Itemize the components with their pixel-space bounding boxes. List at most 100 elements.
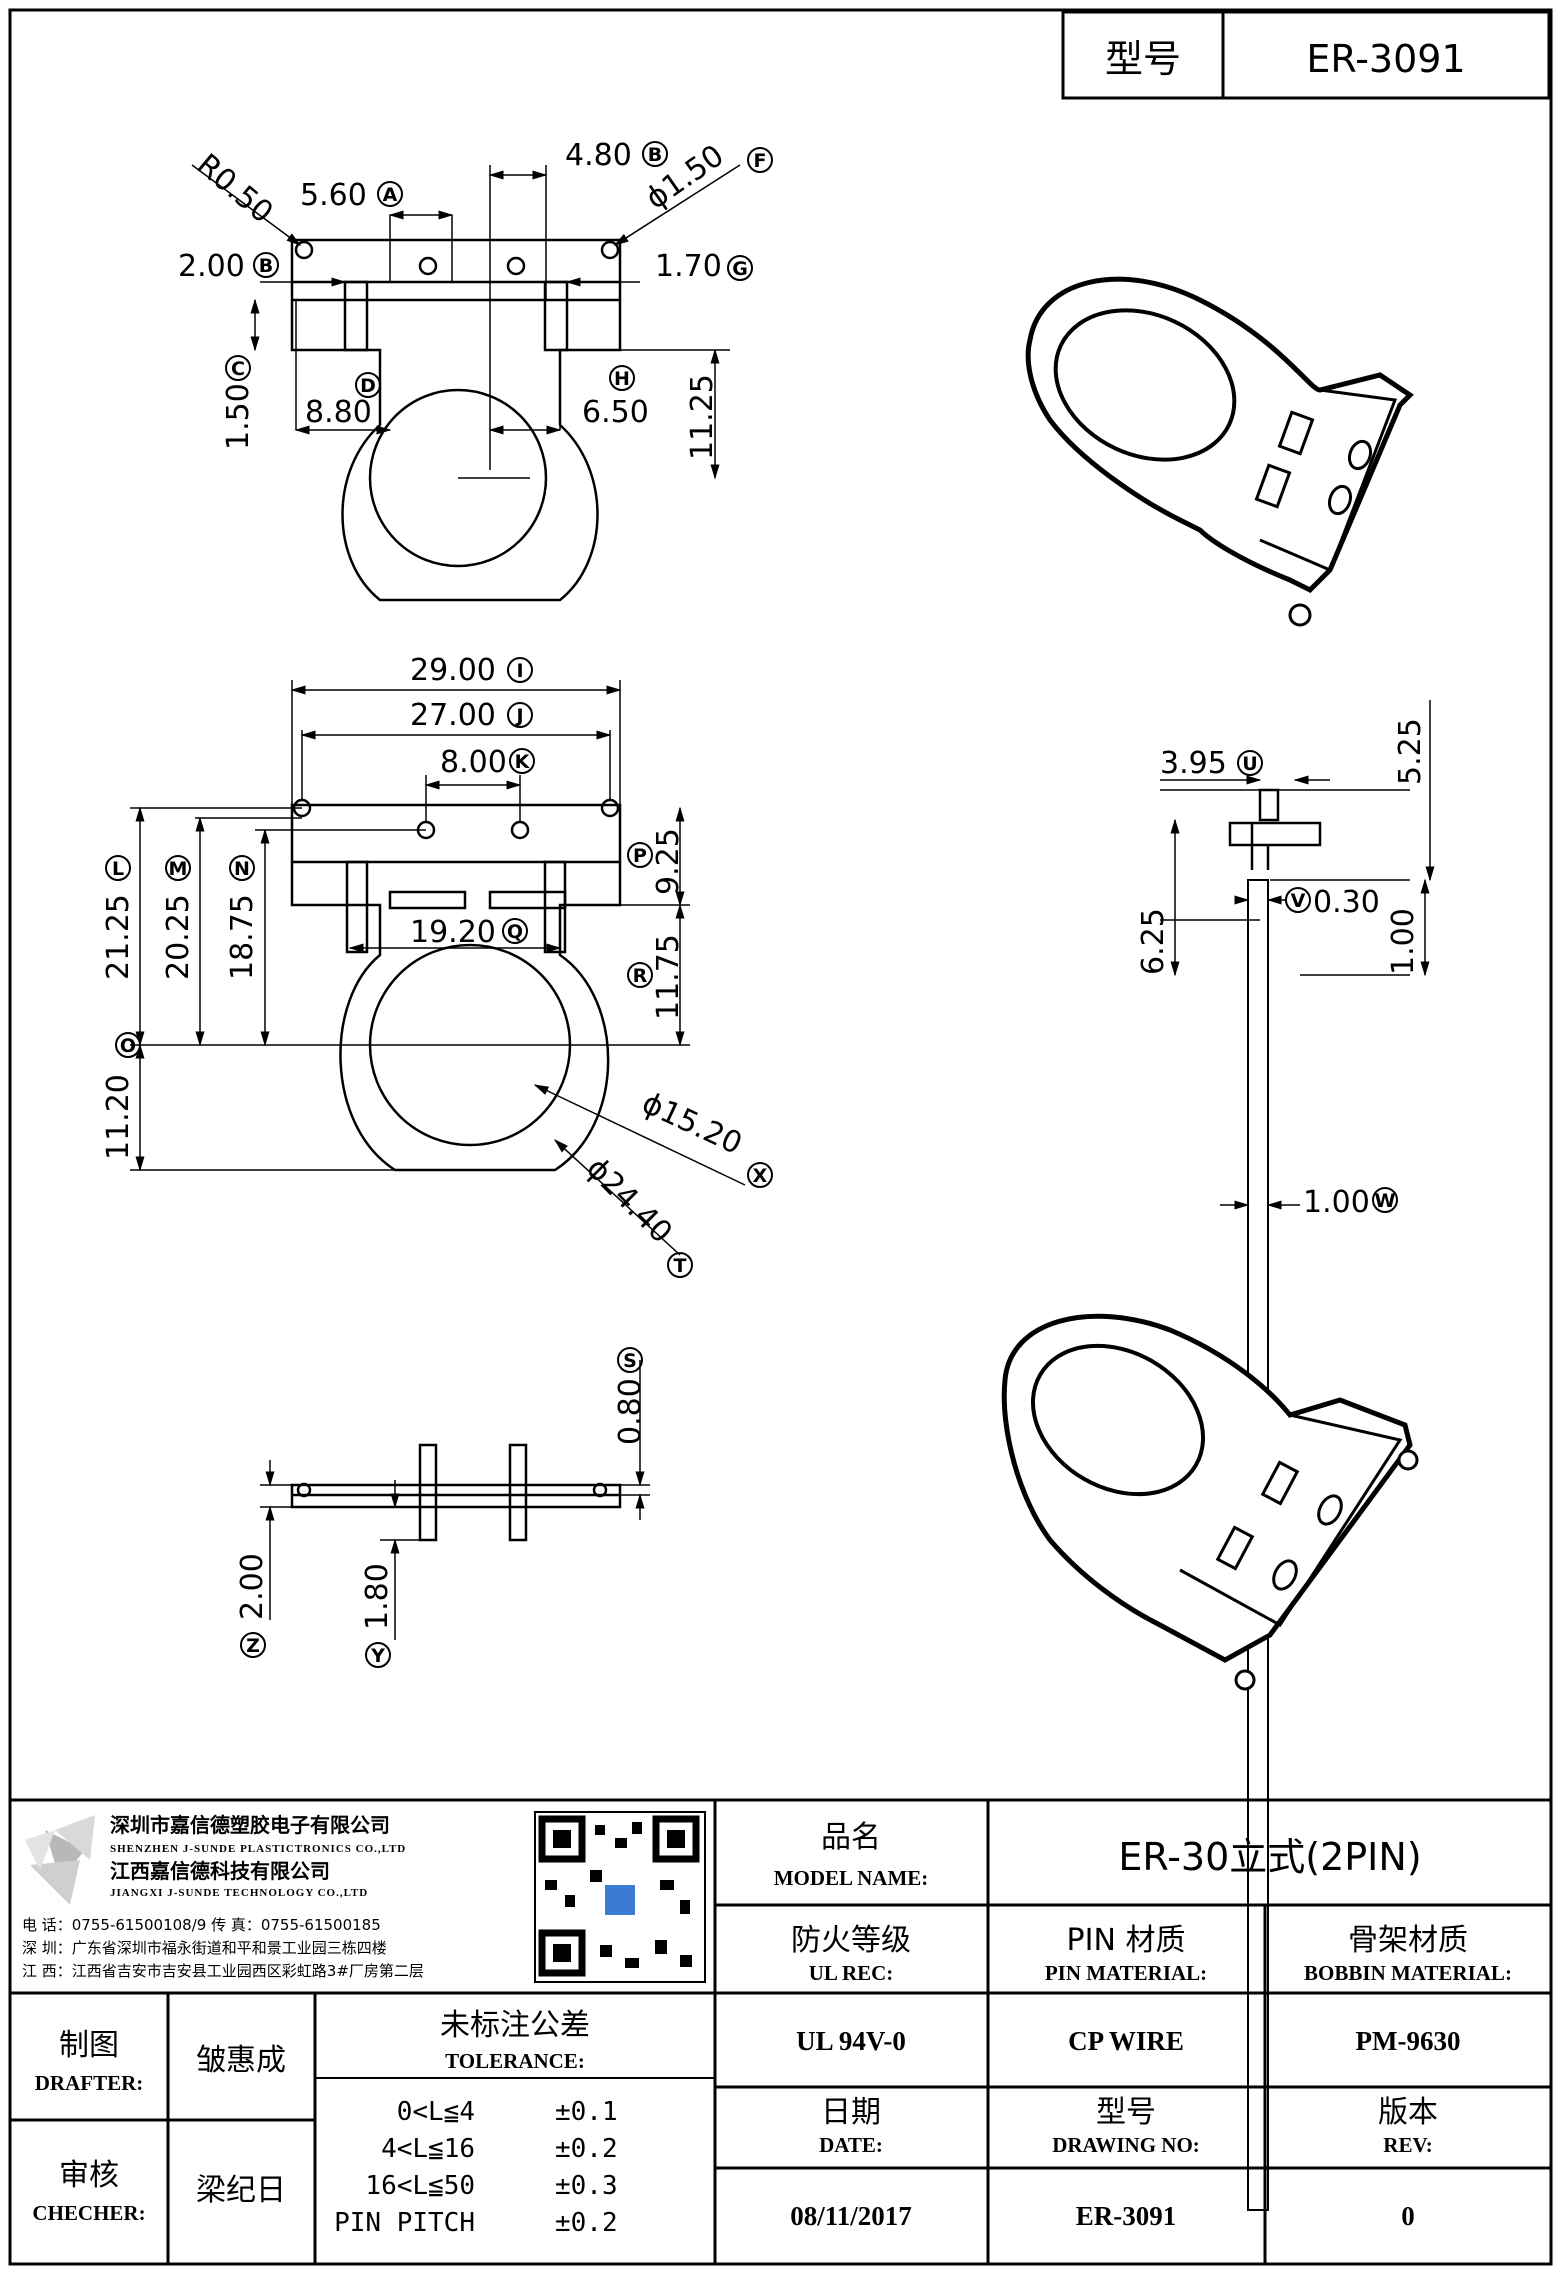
svg-text:G: G bbox=[732, 258, 748, 280]
svg-text:Z: Z bbox=[246, 1635, 260, 1657]
dim-560: 5.60 bbox=[300, 178, 367, 213]
svg-text:MODEL NAME:: MODEL NAME: bbox=[774, 1866, 929, 1890]
svg-text:±0.3: ±0.3 bbox=[555, 2171, 618, 2201]
svg-text:±0.1: ±0.1 bbox=[555, 2097, 618, 2127]
svg-text:T: T bbox=[674, 1255, 687, 1277]
dim-100: 1.00 bbox=[1386, 908, 1421, 975]
dim-2700: 27.00 bbox=[410, 698, 496, 733]
front-view-labels: 29.00 I 27.00 J 8.00 K 21.25 L 20.25 M 1… bbox=[101, 653, 773, 1278]
svg-text:D: D bbox=[360, 375, 376, 397]
drawing-no-value: ER-3091 bbox=[1076, 2201, 1177, 2231]
dim-200: 2.00 bbox=[178, 249, 245, 284]
company-block: 深圳市嘉信德塑胶电子有限公司 SHENZHEN J-SUNDE PLASTICT… bbox=[22, 1811, 706, 1983]
svg-text:制图: 制图 bbox=[59, 2028, 119, 2063]
header-model-box: 型号 ER-3091 bbox=[1061, 10, 1551, 100]
dim-1920: 19.20 bbox=[410, 915, 496, 950]
svg-text:审核: 审核 bbox=[59, 2158, 119, 2193]
svg-text:版本: 版本 bbox=[1378, 2095, 1438, 2130]
title-block bbox=[10, 1798, 1551, 2264]
dim-1875: 18.75 bbox=[225, 894, 260, 980]
checker-name: 梁纪日 bbox=[196, 2173, 286, 2208]
svg-text:B: B bbox=[259, 255, 273, 277]
svg-text:B: B bbox=[648, 144, 662, 166]
pin-material-value: CP WIRE bbox=[1068, 2026, 1184, 2056]
svg-text:DATE:: DATE: bbox=[819, 2133, 883, 2157]
company-addr-sz: 深 圳：广东省深圳市福永街道和平和景工业园三栋四楼 bbox=[22, 1939, 387, 1957]
svg-text:0<L≦4: 0<L≦4 bbox=[397, 2097, 475, 2127]
svg-text:Q: Q bbox=[507, 921, 523, 943]
svg-text:BOBBIN MATERIAL:: BOBBIN MATERIAL: bbox=[1304, 1961, 1512, 1985]
svg-text:±0.2: ±0.2 bbox=[555, 2208, 618, 2238]
svg-text:DRAWING NO:: DRAWING NO: bbox=[1052, 2133, 1200, 2157]
svg-text:I: I bbox=[516, 660, 523, 682]
isometric-view-top bbox=[1025, 276, 1414, 627]
svg-text:O: O bbox=[120, 1035, 136, 1057]
dim-180: 1.80 bbox=[360, 1563, 395, 1630]
dim-150v: 1.50 bbox=[221, 383, 256, 450]
svg-text:V: V bbox=[1291, 890, 1306, 912]
isometric-view-bottom bbox=[1001, 1313, 1419, 1691]
company-name-sz-en: SHENZHEN J-SUNDE PLASTICTRONICS CO.,LTD bbox=[110, 1843, 406, 1855]
dim-2025: 20.25 bbox=[161, 894, 196, 980]
dim-650: 6.50 bbox=[582, 395, 649, 430]
company-name-jx-en: JIANGXI J-SUNDE TECHNOLOGY CO.,LTD bbox=[110, 1887, 368, 1899]
svg-text:CHECHER:: CHECHER: bbox=[32, 2201, 145, 2225]
svg-text:F: F bbox=[754, 150, 767, 172]
header-model-label: 型号 bbox=[1105, 37, 1181, 81]
rev-value: 0 bbox=[1401, 2201, 1415, 2231]
svg-text:U: U bbox=[1242, 753, 1257, 775]
dim-525: 5.25 bbox=[1393, 718, 1428, 785]
svg-text:REV:: REV: bbox=[1383, 2133, 1432, 2157]
ul-value: UL 94V-0 bbox=[796, 2026, 906, 2056]
dim-1175: 11.75 bbox=[651, 934, 686, 1020]
svg-text:防火等级: 防火等级 bbox=[791, 1923, 911, 1958]
svg-text:DRAFTER:: DRAFTER: bbox=[35, 2071, 144, 2095]
header-model-value: ER-3091 bbox=[1306, 37, 1465, 81]
title-block-text: 品名 MODEL NAME: ER-30立式(2PIN) 防火等级 UL REC… bbox=[32, 1820, 1512, 2238]
company-addr-jx: 江 西：江西省吉安市吉安县工业园西区彩虹路3#厂房第二层 bbox=[22, 1962, 424, 1980]
dim-395: 3.95 bbox=[1160, 746, 1227, 781]
svg-text:PIN PITCH: PIN PITCH bbox=[334, 2208, 475, 2238]
svg-text:J: J bbox=[514, 705, 523, 727]
company-logo bbox=[25, 1815, 95, 1905]
svg-text:骨架材质: 骨架材质 bbox=[1348, 1923, 1468, 1958]
svg-text:A: A bbox=[383, 184, 398, 206]
dim-030: 0.30 bbox=[1313, 885, 1380, 920]
svg-text:4<L≦16: 4<L≦16 bbox=[381, 2134, 475, 2164]
dim-800: 8.00 bbox=[440, 745, 507, 780]
svg-text:16<L≦50: 16<L≦50 bbox=[365, 2171, 475, 2201]
front-view bbox=[130, 680, 746, 1256]
svg-text:±0.2: ±0.2 bbox=[555, 2134, 618, 2164]
dim-1120: 11.20 bbox=[101, 1074, 136, 1160]
svg-text:Y: Y bbox=[370, 1645, 385, 1667]
bobbin-material-value: PM-9630 bbox=[1356, 2026, 1461, 2056]
side-view-labels: 3.95 U 5.25 6.25 V 0.30 1.00 1.00 W bbox=[1136, 718, 1428, 1220]
svg-text:R: R bbox=[633, 965, 648, 987]
svg-text:型号: 型号 bbox=[1096, 2095, 1156, 2130]
dim-phi2440: ϕ24.40 bbox=[579, 1151, 678, 1250]
dim-625: 6.25 bbox=[1136, 908, 1171, 975]
svg-text:C: C bbox=[231, 358, 245, 380]
company-name-sz: 深圳市嘉信德塑胶电子有限公司 bbox=[110, 1813, 390, 1837]
svg-text:PIN MATERIAL:: PIN MATERIAL: bbox=[1045, 1961, 1207, 1985]
date-value: 08/11/2017 bbox=[790, 2201, 912, 2231]
company-tel: 电 话：0755-61500108/9 传 真：0755-61500185 bbox=[22, 1916, 381, 1934]
qr-code bbox=[534, 1811, 706, 1983]
company-name-jx: 江西嘉信德科技有限公司 bbox=[110, 1859, 330, 1883]
svg-text:W: W bbox=[1375, 1190, 1396, 1212]
svg-text:S: S bbox=[623, 1350, 637, 1372]
dim-2900: 29.00 bbox=[410, 653, 496, 688]
svg-text:PIN 材质: PIN 材质 bbox=[1067, 1923, 1186, 1958]
svg-text:L: L bbox=[112, 858, 124, 880]
svg-text:UL REC:: UL REC: bbox=[809, 1961, 894, 1985]
dim-bottom-200: 2.00 bbox=[235, 1553, 270, 1620]
dim-880: 8.80 bbox=[305, 395, 372, 430]
top-view bbox=[191, 164, 741, 602]
dim-480: 4.80 bbox=[565, 138, 632, 173]
dim-1125: 11.25 bbox=[685, 374, 720, 460]
bottom-view-labels: S 0.80 2.00 Z 1.80 Y bbox=[235, 1347, 648, 1668]
svg-text:X: X bbox=[753, 1165, 768, 1187]
bottom-view bbox=[260, 1360, 650, 1640]
product-name-value: ER-30立式(2PIN) bbox=[1118, 1835, 1421, 1879]
